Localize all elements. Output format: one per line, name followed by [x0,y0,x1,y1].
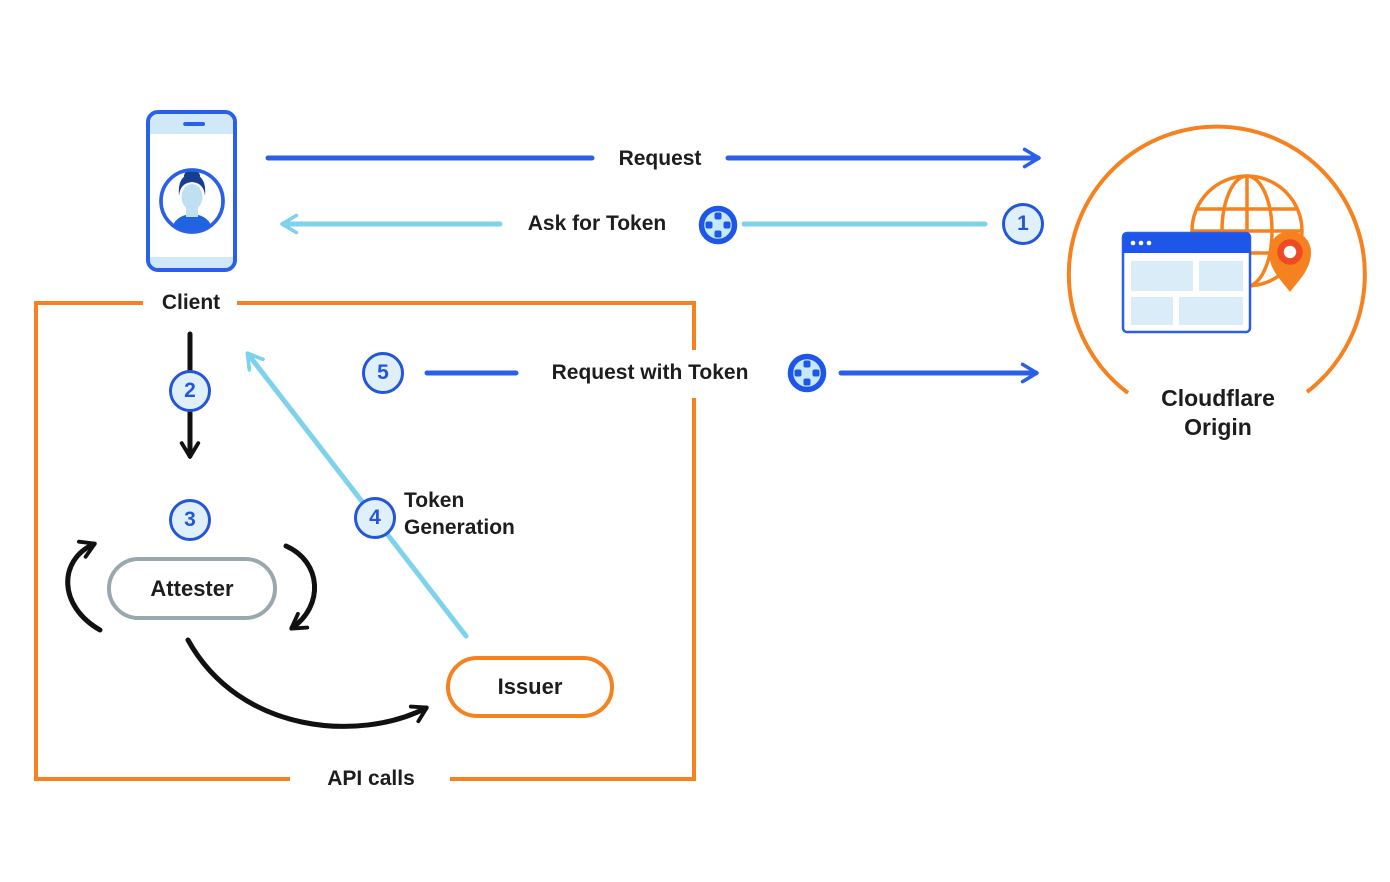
attester-loop-right-arrow [283,543,317,631]
token-generation-arrow [245,351,469,639]
attestation-loop-arrows [65,539,429,729]
browser-window-icon [1121,231,1252,334]
api-calls-label: API calls [327,767,415,790]
location-pin-icon [1269,231,1311,292]
api-calls-box-border [34,301,696,781]
phone-speaker [184,122,205,126]
token-generation-label-line2: Generation [404,516,515,539]
token-icon [787,353,827,393]
attester-to-issuer-arrow [185,637,429,729]
ask-for-token-label: Ask for Token [527,212,667,235]
client-label: Client [161,291,221,314]
phone-bottombar [150,257,233,268]
issuer-node: Issuer [446,656,614,718]
user-avatar-icon [158,168,225,234]
origin-circle [1066,124,1367,395]
attester-loop-left-arrow [65,539,103,633]
request-label: Request [618,147,702,170]
step-badge-5: 5 [362,352,404,394]
step-badge-3: 3 [169,499,211,541]
step-badge-1: 1 [1002,203,1044,245]
origin-label-line2: Origin [1184,414,1252,440]
origin-label-line1: Cloudflare [1161,385,1275,411]
token-generation-label-line1: Token [404,489,465,512]
request-with-token-label: Request with Token [551,361,749,384]
origin-label: Cloudflare Origin [1161,384,1275,442]
attester-label: Attester [150,575,234,601]
token-generation-label: Token Generation [404,487,515,541]
phone-icon [146,110,237,272]
token-icon [698,205,738,245]
issuer-label: Issuer [497,674,563,699]
attester-node: Attester [107,557,277,620]
step-badge-2: 2 [169,370,211,412]
step-badge-4: 4 [354,497,396,539]
